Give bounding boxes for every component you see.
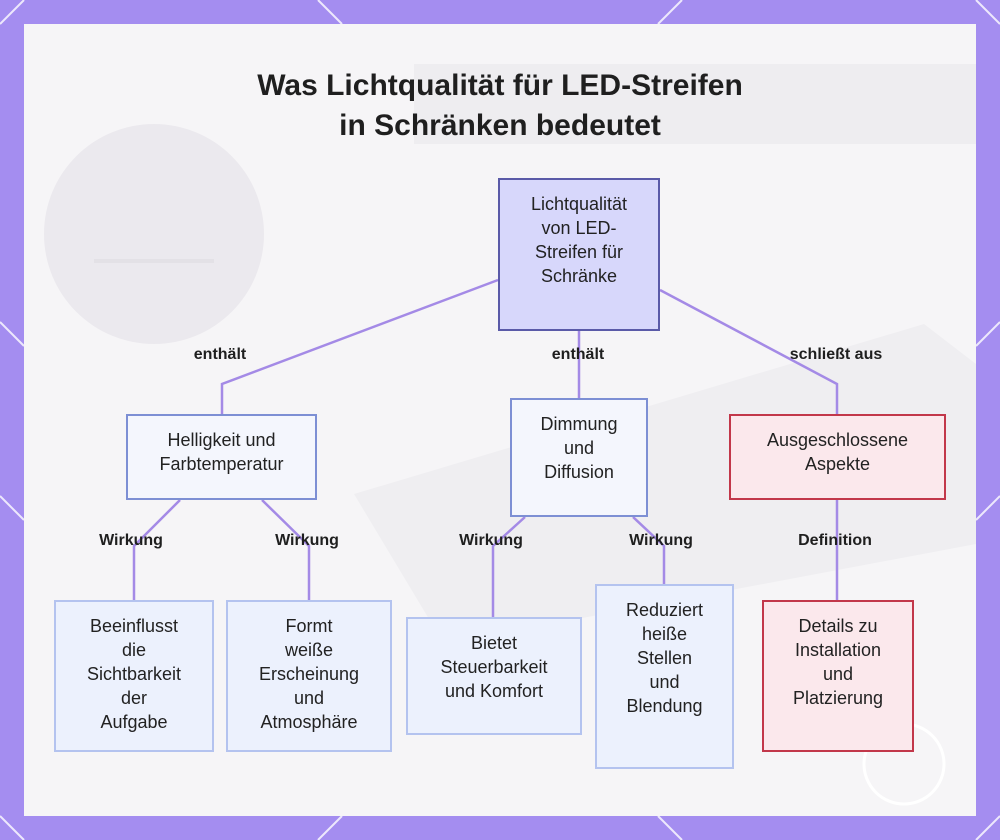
edge-label-definition: Definition	[798, 532, 872, 549]
edge-label-contains-left: enthält	[193, 346, 247, 363]
edge-brightness-visibility	[132, 499, 181, 600]
edge-label-contains-mid: enthält	[551, 346, 605, 363]
title-line-2: in Schränken bedeutet	[339, 109, 661, 142]
edge-label-excludes: schließt aus	[789, 346, 883, 363]
title-line-1: Was Lichtqualität für LED-Streifen	[257, 69, 743, 102]
node-appearance: Formt weiße Erscheinung und Atmosphäre	[226, 600, 392, 752]
edge-root-brightness	[220, 278, 499, 414]
node-brightness: Helligkeit und Farbtemperatur	[126, 414, 317, 500]
node-control: Bietet Steuerbarkeit und Komfort	[406, 617, 582, 735]
node-excluded: Ausgeschlossene Aspekte	[729, 414, 946, 500]
edge-dimming-control	[491, 516, 526, 617]
edge-label-effect-4: Wirkung	[629, 532, 693, 549]
node-dimming: Dimmung und Diffusion	[510, 398, 648, 517]
edge-label-effect-1: Wirkung	[99, 532, 163, 549]
node-details: Details zu Installation und Platzierung	[762, 600, 914, 752]
edge-label-effect-3: Wirkung	[459, 532, 523, 549]
node-root: Lichtqualität von LED- Streifen für Schr…	[498, 178, 660, 331]
edge-label-effect-2: Wirkung	[275, 532, 339, 549]
diagram-title: Was Lichtqualität für LED-Streifen in Sc…	[0, 66, 1000, 146]
edge-dimming-hotspots	[632, 516, 666, 584]
node-hotspots: Reduziert heiße Stellen und Blendung	[595, 584, 734, 769]
background-image	[44, 64, 976, 806]
edge-root-excluded	[659, 288, 839, 414]
edge-brightness-appearance	[261, 499, 311, 600]
node-visibility: Beeinflusst die Sichtbarkeit der Aufgabe	[54, 600, 214, 752]
